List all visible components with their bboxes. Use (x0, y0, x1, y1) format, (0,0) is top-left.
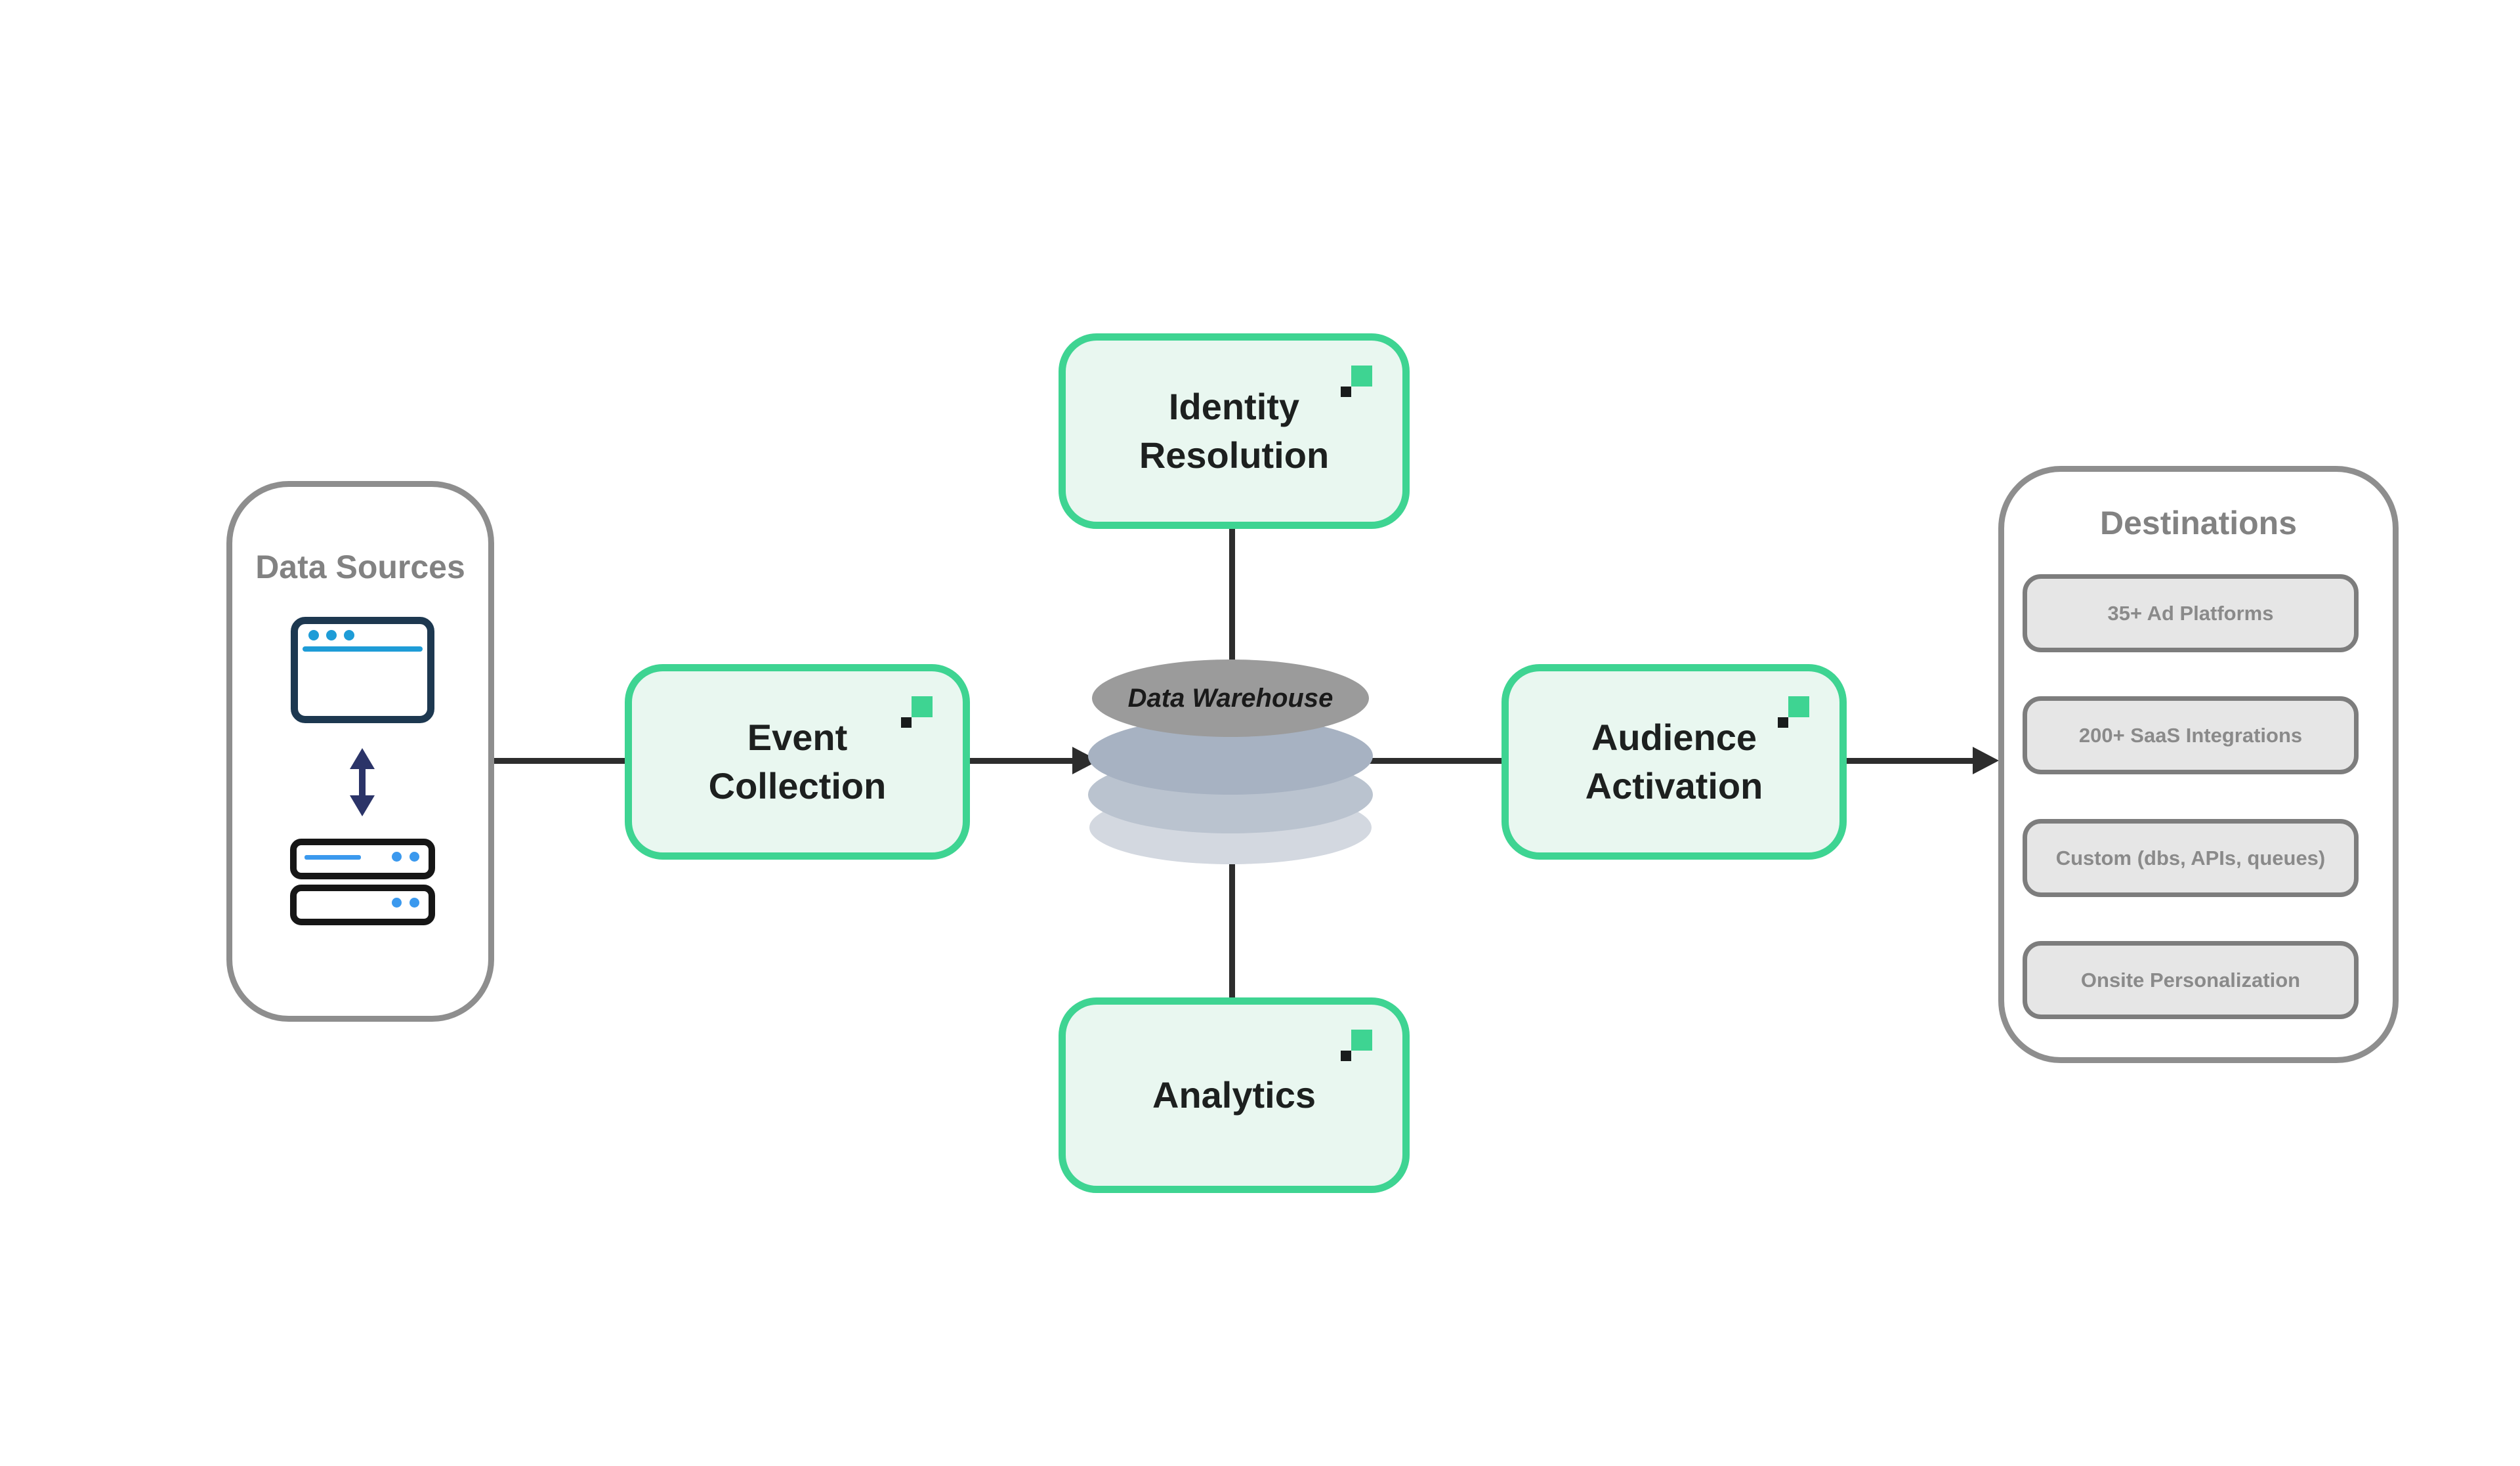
brand-mark-icon (1778, 696, 1809, 728)
brand-green-square-icon (912, 696, 933, 717)
brand-black-square-icon (901, 717, 912, 728)
server-rack-icon (290, 839, 435, 879)
node-event-collection-label: Event Collection (709, 713, 887, 810)
destinations-group: Destinations 35+ Ad Platforms 200+ SaaS … (1998, 466, 2399, 1063)
brand-mark-icon (1341, 366, 1372, 397)
browser-window-icon (291, 617, 434, 723)
server-dot-icon (410, 898, 419, 908)
connector-warehouse-analytics (1229, 847, 1235, 1001)
destinations-title: Destinations (2099, 505, 2298, 541)
data-sources-title: Data Sources (255, 549, 465, 585)
server-dot-icon (410, 852, 419, 862)
node-label-line: Identity (1168, 386, 1300, 427)
connector-audienceactivation-destinations (1844, 758, 1975, 764)
destination-pill-onsite-personalization: Onsite Personalization (2023, 941, 2359, 1019)
sync-arrows-icon (350, 748, 375, 816)
warehouse-label: Data Warehouse (1127, 683, 1334, 713)
node-label-line: Audience (1591, 717, 1757, 758)
brand-black-square-icon (1341, 387, 1351, 397)
browser-dot-icon (308, 630, 319, 640)
destination-pill-label: 200+ SaaS Integrations (2078, 723, 2303, 747)
destination-pill-label: Onsite Personalization (2080, 968, 2301, 992)
browser-dot-icon (326, 630, 337, 640)
server-dot-icon (392, 898, 402, 908)
browser-dot-icon (344, 630, 354, 640)
destination-pill-ad-platforms: 35+ Ad Platforms (2023, 574, 2359, 652)
arrowhead-into-destinations-icon (1973, 747, 1999, 774)
destination-pill-saas-integrations: 200+ SaaS Integrations (2023, 696, 2359, 774)
server-dots-icon (392, 852, 419, 862)
node-analytics: Analytics (1059, 997, 1410, 1193)
node-identity-resolution: Identity Resolution (1059, 333, 1410, 529)
server-dots-icon (392, 898, 419, 908)
brand-green-square-icon (1788, 696, 1809, 717)
destination-pill-label: Custom (dbs, APIs, queues) (2055, 846, 2326, 869)
destination-pill-label: 35+ Ad Platforms (2107, 601, 2274, 625)
server-rack-icon (290, 885, 435, 925)
browser-addressbar-line (303, 646, 423, 652)
connector-eventcollection-warehouse (969, 758, 1075, 764)
node-label-line: Activation (1585, 765, 1763, 806)
node-label-line: Resolution (1139, 434, 1330, 476)
data-sources-group: Data Sources (226, 481, 494, 1022)
node-label-line: Analytics (1152, 1074, 1316, 1116)
brand-mark-icon (1341, 1030, 1372, 1061)
brand-green-square-icon (1351, 1030, 1372, 1051)
node-audience-activation: Audience Activation (1502, 664, 1847, 860)
node-audience-activation-label: Audience Activation (1586, 713, 1763, 810)
node-analytics-label: Analytics (1152, 1071, 1316, 1120)
server-dot-icon (392, 852, 402, 862)
node-event-collection: Event Collection (625, 664, 970, 860)
server-led-line (304, 855, 361, 860)
brand-mark-icon (901, 696, 933, 728)
connector-warehouse-audienceactivation (1345, 758, 1504, 764)
warehouse-top-ellipse: Data Warehouse (1092, 660, 1369, 737)
connector-identityresolution-warehouse (1229, 527, 1235, 704)
connector-datasources-eventcollection (489, 758, 628, 764)
node-label-line: Event (747, 717, 848, 758)
node-identity-resolution-label: Identity Resolution (1139, 383, 1329, 480)
brand-green-square-icon (1351, 366, 1372, 387)
browser-dots-icon (308, 630, 354, 640)
node-label-line: Collection (708, 765, 887, 806)
brand-black-square-icon (1341, 1051, 1351, 1061)
destination-pill-custom: Custom (dbs, APIs, queues) (2023, 819, 2359, 897)
brand-black-square-icon (1778, 717, 1788, 728)
